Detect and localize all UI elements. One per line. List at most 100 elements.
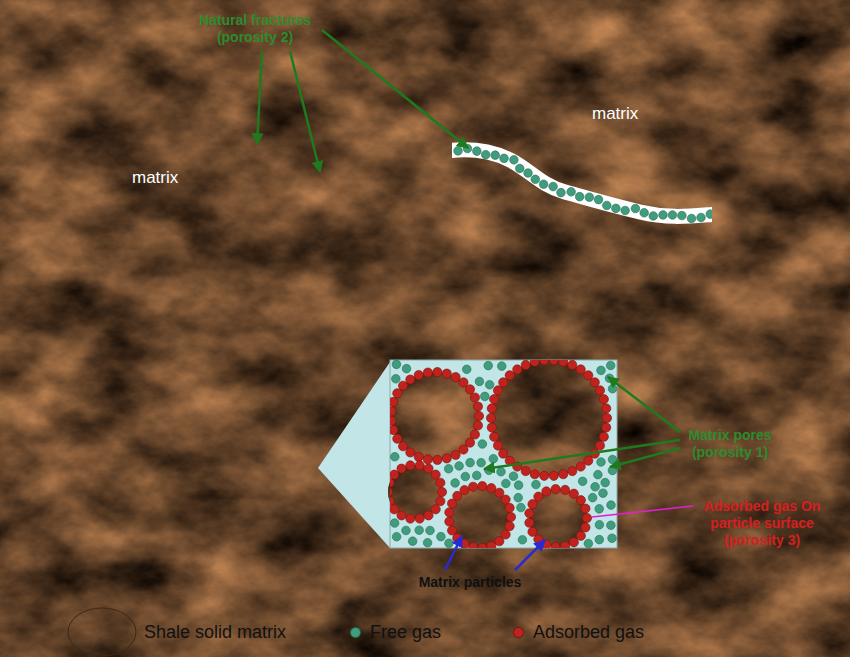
free-gas-dot bbox=[588, 493, 597, 502]
free-gas-dot bbox=[706, 210, 712, 219]
adsorbed-gas-dot bbox=[576, 531, 585, 540]
free-gas-dot bbox=[607, 521, 616, 530]
adsorbed-gas-dot bbox=[431, 470, 440, 479]
inset-panel-ground bbox=[452, 68, 712, 297]
adsorbed-gas-dot bbox=[501, 495, 510, 504]
adsorbed-gas-dot bbox=[530, 360, 539, 366]
leader-arrow bbox=[515, 540, 545, 570]
adsorbed-gas-dot bbox=[465, 438, 474, 447]
adsorbed-gas-dot bbox=[513, 365, 522, 374]
free-gas-dot bbox=[640, 208, 649, 217]
adsorbed-gas-dot bbox=[542, 487, 551, 496]
free-gas-dot bbox=[649, 212, 658, 221]
leader-arrow bbox=[322, 30, 468, 148]
fracture bbox=[12, 530, 200, 572]
adsorbed-gas-dot bbox=[499, 378, 508, 387]
legend-shale-sample bbox=[66, 606, 138, 657]
legend-swatch bbox=[513, 627, 524, 638]
free-gas-dot bbox=[390, 452, 399, 461]
adsorbed-gas-dot bbox=[493, 386, 502, 395]
fracture bbox=[140, 285, 252, 572]
legend-item: Free gas bbox=[350, 620, 441, 644]
adsorbed-gas-dot bbox=[445, 508, 454, 517]
free-gas-dot bbox=[549, 182, 558, 191]
free-gas-dot bbox=[444, 464, 453, 473]
adsorbed-gas-dot bbox=[436, 478, 445, 487]
adsorbed-gas-dot bbox=[437, 487, 446, 496]
adsorbed-gas-dot bbox=[406, 448, 415, 457]
adsorbed-gas-dot bbox=[595, 386, 604, 395]
free-gas-dot bbox=[502, 479, 511, 488]
adsorbed-gas-dot bbox=[390, 407, 396, 416]
free-gas-dot bbox=[497, 467, 506, 476]
adsorbed-gas-dot bbox=[459, 378, 468, 387]
free-gas-dot bbox=[423, 538, 432, 547]
free-gas-dot bbox=[437, 532, 446, 541]
leader-line bbox=[592, 506, 693, 517]
free-gas-dot bbox=[597, 458, 606, 467]
fracture-band bbox=[452, 150, 712, 217]
free-gas-dot bbox=[594, 470, 603, 479]
adsorbed-gas-dot bbox=[390, 478, 394, 487]
adsorbed-gas-dot bbox=[433, 367, 442, 376]
adsorbed-gas-dot bbox=[436, 497, 445, 506]
free-gas-dot bbox=[603, 201, 612, 210]
adsorbed-gas-dot bbox=[390, 487, 393, 496]
adsorbed-gas-dot bbox=[584, 456, 593, 465]
adsorbed-gas-dot bbox=[599, 432, 608, 441]
adsorbed-gas-dot bbox=[460, 486, 469, 495]
free-gas-dot bbox=[601, 478, 610, 487]
free-gas-dot bbox=[462, 365, 471, 374]
adsorbed-gas-dot bbox=[390, 425, 398, 434]
adsorbed-gas-dot bbox=[499, 449, 508, 458]
free-gas-dot bbox=[484, 361, 493, 370]
free-gas-dot bbox=[612, 204, 621, 213]
adsorbed-gas-dot bbox=[478, 543, 487, 548]
fracture bbox=[12, 228, 104, 250]
free-gas-dot bbox=[607, 501, 616, 510]
adsorbed-gas-dot bbox=[551, 484, 560, 493]
adsorbed-gas-dot bbox=[423, 455, 432, 464]
fracture bbox=[12, 400, 170, 430]
free-gas-dot bbox=[585, 193, 594, 202]
adsorbed-gas-dot bbox=[470, 393, 479, 402]
free-gas-dot bbox=[659, 211, 668, 220]
adsorbed-gas-dot bbox=[493, 441, 502, 450]
shale-panel-ground bbox=[12, 88, 388, 572]
adsorbed-gas-dot bbox=[397, 464, 406, 473]
free-gas-dot bbox=[489, 454, 498, 463]
free-gas-dot bbox=[402, 364, 411, 373]
adsorbed-gas-dot bbox=[569, 538, 578, 547]
leader-arrow bbox=[257, 51, 262, 144]
fracture bbox=[300, 300, 323, 470]
adsorbed-gas-dot bbox=[582, 513, 591, 522]
fracture-label: Natural fractures (porosity 2) bbox=[193, 12, 317, 46]
adsorbed-gas-dot bbox=[540, 360, 549, 365]
free-gas-dot bbox=[697, 213, 706, 222]
free-gas-dot bbox=[461, 472, 470, 481]
adsorbed-gas-dot bbox=[406, 375, 415, 384]
adsorbed-gas-dot bbox=[470, 430, 479, 439]
adsorbed-gas-dot bbox=[581, 504, 590, 513]
adsorbed-gas-dot bbox=[495, 537, 504, 546]
adsorbed-gas-dot bbox=[442, 454, 451, 463]
panel-label: matrix bbox=[592, 104, 638, 124]
free-gas-dot bbox=[466, 458, 475, 467]
adsorbed-gas-dot bbox=[521, 467, 530, 476]
adsorbed-gas-dot bbox=[505, 371, 514, 380]
shale-texture bbox=[12, 88, 388, 572]
free-gas-dot bbox=[518, 536, 527, 545]
adsorbed-gas-dot bbox=[398, 442, 407, 451]
free-gas-dot bbox=[687, 214, 696, 223]
legend-sample-ground bbox=[66, 606, 138, 657]
free-gas-dot bbox=[595, 520, 604, 529]
free-gas-dot bbox=[514, 493, 523, 502]
free-gas-dot bbox=[392, 360, 401, 369]
free-gas-dot bbox=[591, 482, 600, 491]
legend-item: Adsorbed gas bbox=[513, 620, 644, 644]
free-gas-dot bbox=[539, 180, 548, 189]
leader-arrow bbox=[290, 51, 320, 172]
adsorbed-gas-dot bbox=[390, 416, 396, 425]
free-gas-dot bbox=[415, 526, 424, 535]
adsorbed-gas-dot bbox=[398, 381, 407, 390]
